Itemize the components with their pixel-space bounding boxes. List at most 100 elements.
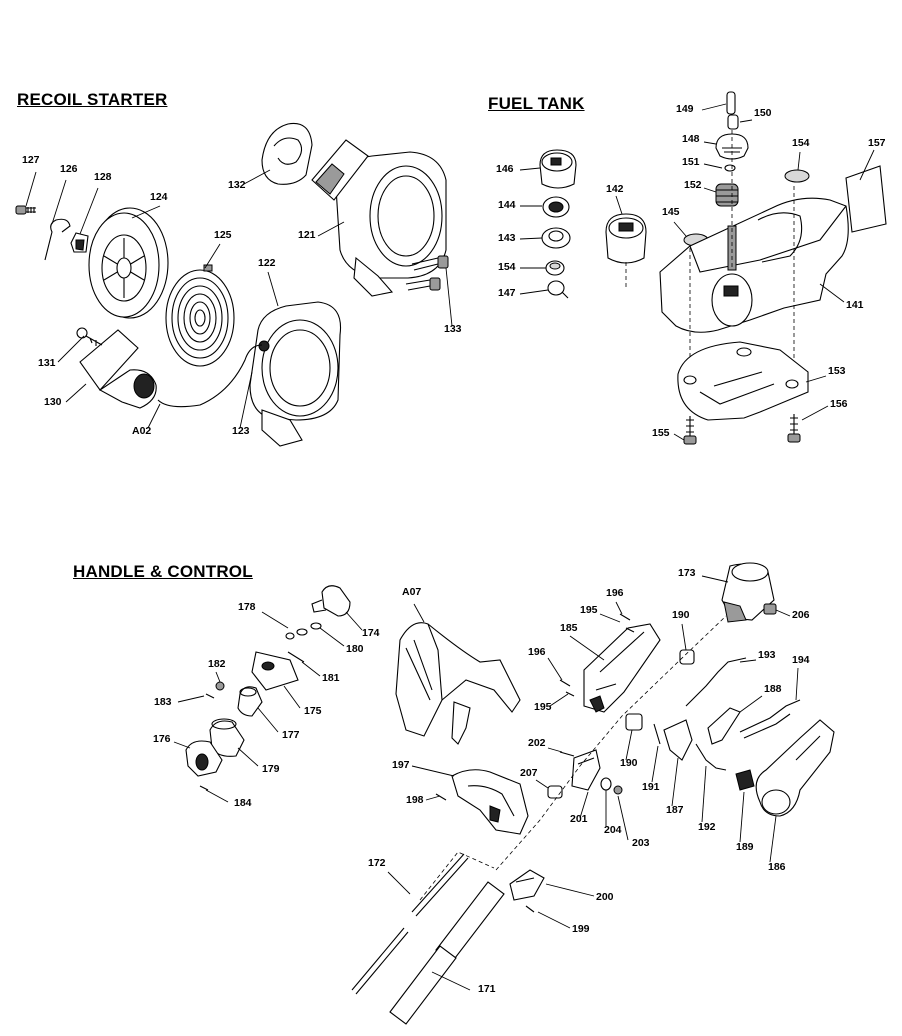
callout-193: 193 (758, 649, 776, 661)
callout-141: 141 (846, 299, 864, 311)
callout-126: 126 (60, 163, 78, 175)
leader-line-154 (797, 151, 801, 171)
callout-125: 125 (214, 229, 232, 241)
part-175-clamp (251, 651, 299, 691)
part-152-filter (715, 183, 739, 207)
callout-195: 195 (534, 701, 552, 713)
callout-A07: A07 (402, 586, 421, 598)
part-145-retainer (547, 280, 569, 299)
part-187-trigger (663, 719, 693, 761)
leader-line-A07 (413, 603, 425, 623)
part-204-washer (600, 777, 612, 791)
part-207-spacer (547, 785, 563, 799)
part-143-gasket (541, 227, 571, 249)
leader-line-200 (545, 883, 595, 897)
handle-control-assembly (185, 562, 835, 1025)
callout-130: 130 (44, 396, 62, 408)
part-124-reel (88, 207, 169, 319)
callout-207: 207 (520, 767, 538, 779)
part-A02-rope (157, 344, 263, 408)
callout-179: 179 (262, 763, 280, 775)
leader-line-195 (549, 693, 569, 707)
leader-line-203 (617, 795, 629, 841)
leader-line-187 (671, 757, 679, 807)
callout-201: 201 (570, 813, 588, 825)
callout-132: 132 (228, 179, 246, 191)
callout-143: 143 (498, 232, 516, 244)
leader-line-190 (681, 623, 687, 651)
section-title-recoil-starter: RECOIL STARTER (17, 90, 168, 109)
leader-line-191 (651, 745, 659, 783)
leader-line-184 (205, 789, 229, 803)
part-A07-harness (395, 622, 521, 745)
part-125-spring (165, 264, 235, 367)
leader-line-186 (769, 815, 777, 863)
callout-177: 177 (282, 729, 300, 741)
callout-133: 133 (444, 323, 462, 335)
leader-line-171 (431, 971, 471, 991)
part-200-clamp (509, 869, 545, 901)
leader-line-190 (625, 729, 633, 761)
callout-176: 176 (153, 733, 171, 745)
callout-178: 178 (238, 601, 256, 613)
leader-line-173 (701, 575, 729, 583)
section-title-fuel-tank: FUEL TANK (488, 94, 585, 113)
callout-153: 153 (828, 365, 846, 377)
part-132-cover (261, 122, 313, 185)
part-193-cable (685, 657, 747, 707)
part-157-label (845, 165, 887, 233)
part-146-cap (539, 149, 577, 189)
leader-line-201 (579, 791, 589, 819)
callout-150: 150 (754, 107, 772, 119)
part-174-knob (311, 585, 351, 617)
part-191-spring (653, 723, 661, 745)
leader-line-155 (673, 433, 685, 441)
part-151-oring (724, 164, 736, 172)
leader-line-176 (173, 741, 191, 749)
part-128-pawl (70, 232, 89, 253)
part-194-wires (739, 699, 801, 739)
callout-142: 142 (606, 183, 624, 195)
leader-line-198 (425, 795, 441, 801)
part-181-pin (287, 651, 305, 663)
callout-196: 196 (606, 587, 624, 599)
callout-206: 206 (792, 609, 810, 621)
part-130-handle (79, 329, 157, 409)
callout-145: 145 (662, 206, 680, 218)
leader-line-131 (57, 335, 85, 363)
part-180-washer (310, 622, 322, 630)
callout-147: 147 (498, 287, 516, 299)
callout-175: 175 (304, 705, 322, 717)
part-188-lever (707, 707, 741, 745)
leader-line-148 (703, 141, 717, 145)
leader-line-132 (243, 169, 271, 185)
part-154-washer-top (784, 169, 810, 183)
part-203-nut (613, 785, 623, 795)
leader-line-196 (615, 601, 623, 615)
callout-171: 171 (478, 983, 496, 995)
leader-line-172 (387, 871, 411, 895)
part-178-spacer (285, 632, 295, 640)
callout-122: 122 (258, 257, 276, 269)
part-150-pipe (727, 114, 739, 130)
part-206-bolt (763, 603, 777, 615)
callout-199: 199 (572, 923, 590, 935)
leader-line-182 (215, 671, 221, 683)
leader-line-199 (537, 911, 571, 929)
part-186-grip (755, 719, 835, 817)
leader-line-143 (519, 237, 543, 240)
callout-204: 204 (604, 824, 622, 836)
callout-192: 192 (698, 821, 716, 833)
callout-172: 172 (368, 857, 386, 869)
callout-156: 156 (830, 398, 848, 410)
leader-line-153 (805, 375, 827, 383)
callout-195: 195 (580, 604, 598, 616)
leader-line-151 (703, 163, 723, 169)
leader-line-207 (535, 779, 549, 789)
leader-line-179 (237, 747, 259, 767)
callout-186: 186 (768, 861, 786, 873)
part-199-screw (525, 905, 535, 913)
callout-155: 155 (652, 427, 670, 439)
leader-line-150 (739, 119, 753, 123)
